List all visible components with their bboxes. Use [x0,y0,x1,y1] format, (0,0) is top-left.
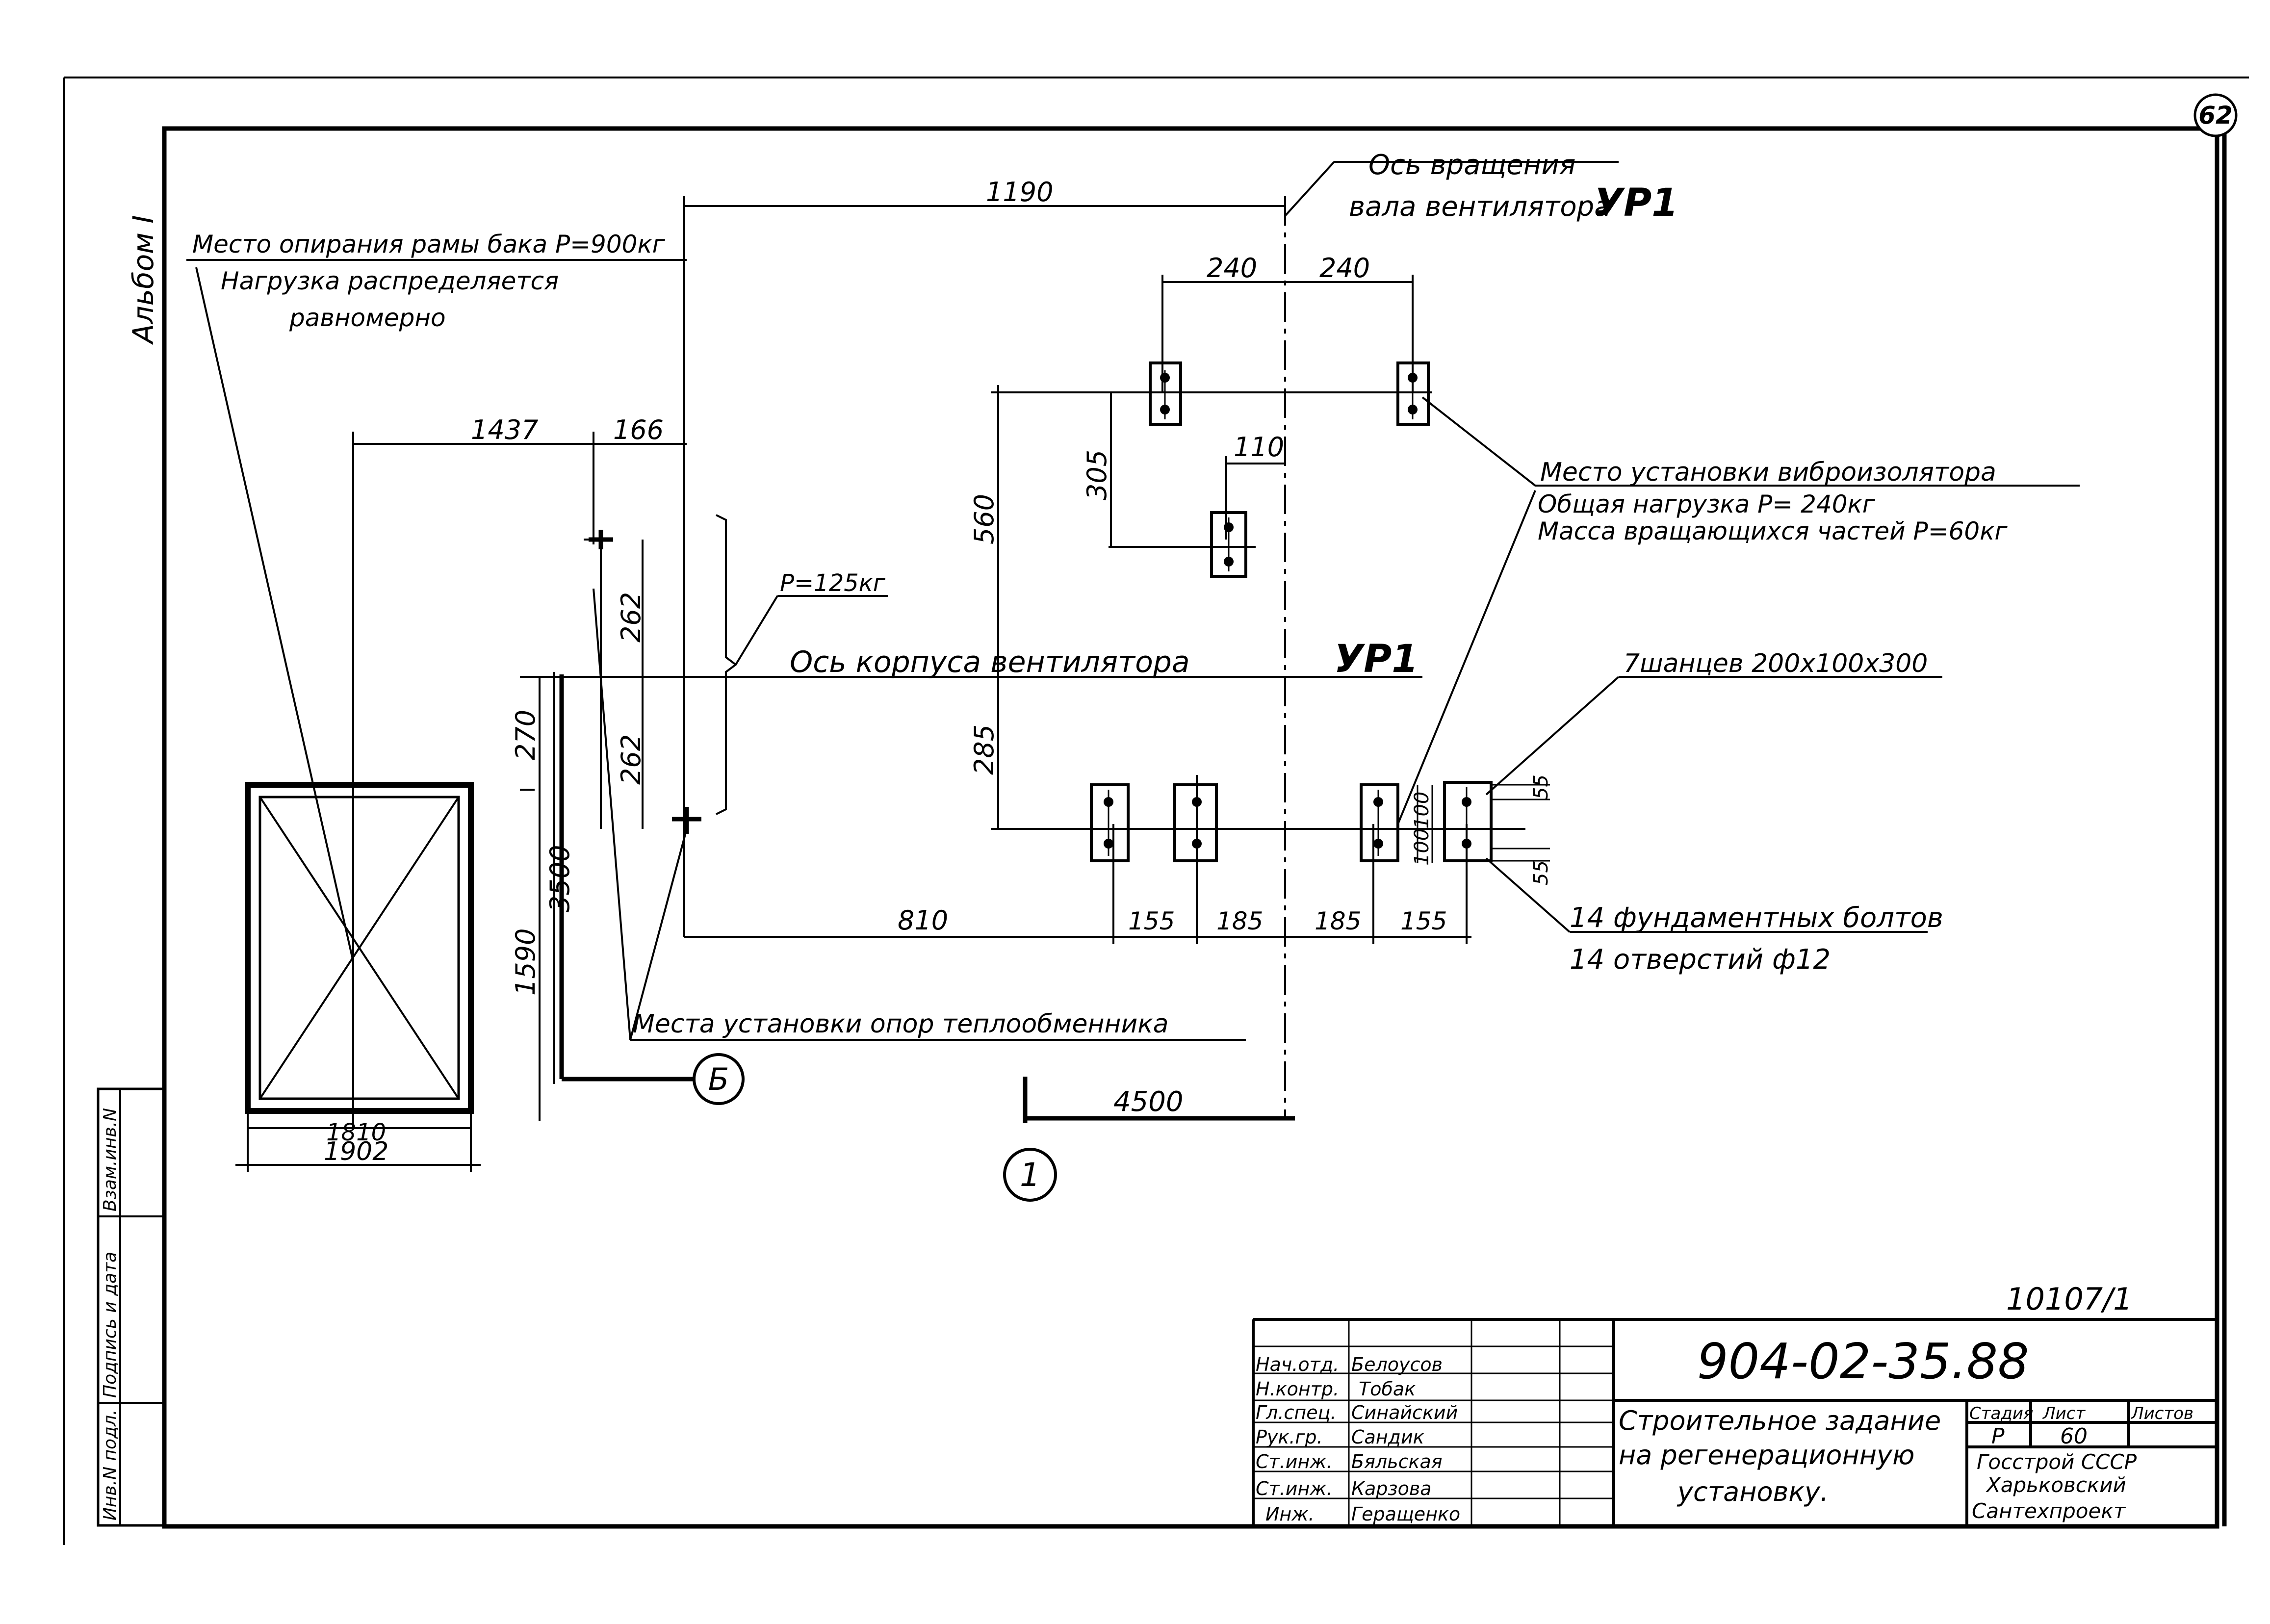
note-rotation-axis: Ось вращения [1368,149,1575,181]
name-5: Бяльская [1351,1451,1443,1472]
dim-185-right: 185 [1315,907,1361,935]
side-stamp-sign: Подпись и дата [100,1252,120,1398]
dim-1902: 1902 [324,1137,388,1166]
name-1: Белоусов [1351,1354,1443,1375]
axis-1-label: 1 [1020,1156,1040,1194]
dim-155-left: 155 [1128,907,1175,935]
tank-frame [235,782,481,1172]
sheet-value: 60 [2060,1424,2088,1449]
note-load-distributed: Нагрузка распределяется [221,267,559,295]
dim-166: 166 [613,414,664,445]
leader-lines [186,161,2080,1041]
dim-4500: 4500 [1113,1086,1184,1118]
axis-b-label: Б [708,1061,729,1097]
dim-55-lower: 55 [1530,860,1552,885]
stage-header: Стадия [1969,1404,2033,1423]
sheet-number-circle [2193,93,2238,137]
dim-3500: 3500 [544,845,575,912]
title-line-3: установку. [1677,1476,1829,1507]
note-unit-code-mid: УР1 [1334,637,1419,681]
role-4: Рук.гр. [1256,1426,1323,1448]
org-line-2: Харьковский [1986,1473,2126,1497]
dimension-labels: 1190 240 240 1437 166 110 305 560 262 26… [324,177,1552,1166]
dim-270: 270 [510,710,541,760]
role-2: Н.контр. [1256,1378,1339,1400]
name-6: Карзова [1351,1478,1432,1499]
dim-560: 560 [969,494,1000,544]
name-3: Синайский [1351,1402,1458,1423]
sheet-number: 62 [2198,101,2233,129]
dim-262-top: 262 [616,592,646,643]
small-dims [1417,784,1550,863]
note-load-125: P=125кг [780,569,886,597]
title-line-1: Строительное задание [1619,1405,1941,1436]
side-stamp-repl: Взам.инв.N [100,1108,120,1212]
dim-110: 110 [1234,432,1284,463]
dim-262-bottom: 262 [616,734,646,785]
dim-100-lower: 100 [1411,828,1433,866]
side-stamp-inv: Инв.N подл. [100,1410,120,1521]
dim-100-upper: 100 [1411,792,1433,829]
side-stamp: Инв.N подл. Подпись и дата Взам.инв.N [97,1087,166,1527]
dim-285: 285 [969,724,1000,775]
sheets-header: Листов [2130,1404,2193,1423]
doc-code: 904-02-35.88 [1697,1333,2029,1390]
note-vibro-mass: Масса вращающихся частей P=60кг [1538,517,2008,545]
note-fan-axis: Ось корпуса вентилятора [790,645,1190,679]
stage-value: Р [1991,1424,2005,1449]
dim-810: 810 [898,905,948,936]
dim-1810: 1810 [326,1119,386,1146]
org-line-3: Сантехпроект [1972,1499,2126,1523]
name-2: Тобак [1359,1378,1416,1400]
note-hx-supports: Места установки опор теплообменника [633,1009,1169,1039]
dim-240-left: 240 [1207,253,1257,284]
sheet-frame [63,77,2249,1545]
note-anchors: 7шанцев 200х100х300 [1624,649,1928,678]
axis-1-bubble [1003,1148,1057,1202]
dim-305: 305 [1082,450,1112,500]
title-line-2: на регенерационную [1619,1440,1914,1470]
note-tank-support: Место опирания рамы бака P=900кг [192,230,666,258]
note-vibro-title: Место установки виброизолятора [1540,458,1996,487]
construction-lines [352,196,1525,1121]
album-label: Альбом I [127,215,160,345]
thick-lines [559,530,1295,1123]
dim-1437: 1437 [471,414,538,445]
role-3: Гл.спец. [1256,1402,1337,1423]
axis-b-bubble [693,1053,745,1105]
note-holes: 14 отверстий ф12 [1570,944,1831,976]
dim-240-right: 240 [1319,253,1370,284]
note-uniformly: равномерно [289,304,446,332]
dim-55-upper: 55 [1530,774,1552,799]
dim-155-right: 155 [1400,907,1447,935]
role-5: Ст.инж. [1256,1451,1333,1472]
role-1: Нач.отд. [1256,1354,1339,1375]
note-unit-code-top: УР1 [1594,181,1678,225]
org-line-1: Госстрой СССР [1977,1450,2137,1474]
title-block: 10107/1 904-02-35.88 Нач.отд. Н.ко [1252,1281,2217,1526]
name-7: Геращенко [1351,1503,1460,1525]
isolator-plates [1090,361,1493,862]
note-bolts: 14 фундаментных болтов [1570,902,1943,934]
note-vibro-load: Общая нагрузка P= 240кг [1538,490,1876,518]
name-4: Сандик [1351,1426,1424,1448]
reg-number: 10107/1 [2006,1281,2133,1317]
role-7: Инж. [1265,1503,1315,1525]
dim-185-left: 185 [1216,907,1263,935]
bolt-dots [1104,373,1471,849]
sheet-header: Лист [2042,1404,2086,1423]
dim-1590: 1590 [510,928,541,996]
dim-1190: 1190 [986,177,1053,207]
role-6: Ст.инж. [1256,1478,1333,1499]
note-fan-shaft: вала вентилятора [1349,191,1611,223]
